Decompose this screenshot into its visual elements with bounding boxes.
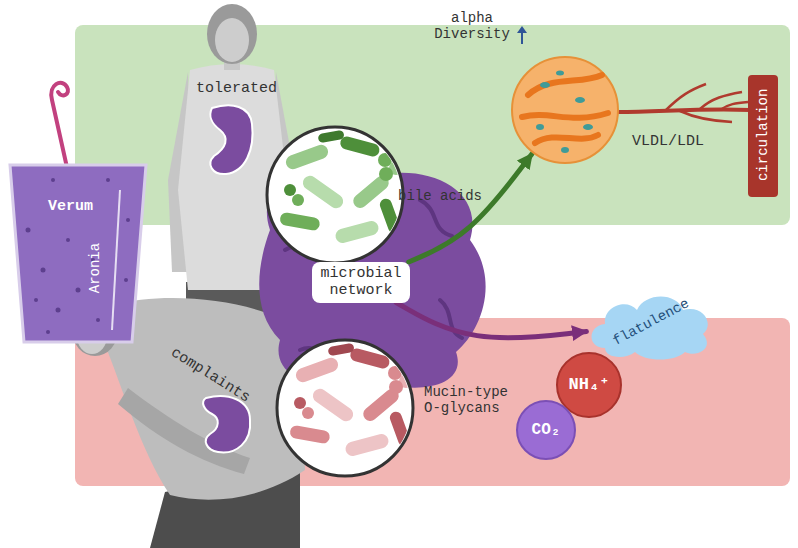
node-text: Aronia [87, 243, 103, 293]
flow-arrow [409, 154, 532, 262]
edge-label: bile acids [398, 188, 482, 204]
network-box: microbial network [312, 262, 410, 303]
illustration-part [300, 173, 346, 211]
illustration-part [96, 318, 100, 322]
illustration-part [51, 83, 68, 172]
illustration-part [302, 407, 314, 419]
illustration-part [561, 147, 569, 153]
illustration-part [106, 178, 110, 182]
magnifier-bottom [277, 340, 413, 476]
illustration-part [46, 330, 50, 334]
illustration-part [41, 268, 46, 273]
illustration-part [26, 228, 31, 233]
illustration-part [210, 105, 252, 174]
illustration-part [540, 82, 550, 88]
drink-glass: VerumAronia [8, 160, 148, 345]
illustration-part [118, 388, 250, 474]
straw [51, 83, 68, 172]
illustration-part [124, 278, 128, 282]
illustration-part [112, 190, 120, 330]
node-text: microbial network [319, 265, 403, 300]
illustration-part [389, 380, 403, 394]
node-outline [510, 55, 620, 165]
illustration-part [215, 18, 249, 62]
node-text: NH₄⁺ [569, 375, 610, 395]
illustration-part [289, 425, 331, 445]
illustration-part [56, 308, 61, 313]
illustration-part [26, 178, 131, 334]
illustration-part [284, 143, 330, 171]
diversity-up-arrow [517, 26, 527, 44]
carbon-dioxide-circle: CO₂ [516, 400, 576, 460]
node-text: circulation [755, 89, 771, 181]
gas-cloud: flatulence [585, 288, 715, 360]
illustration-part [284, 184, 296, 196]
illustration-part [349, 347, 391, 370]
illustration-part [517, 26, 527, 33]
blood-vessel: circulation [748, 75, 778, 197]
illustration-part [388, 410, 412, 448]
illustration-part [10, 165, 146, 342]
illustration-part [334, 220, 380, 245]
edge-label: Mucin-type O-glycans [424, 384, 514, 416]
illustration-part [289, 343, 413, 458]
illustration-part [339, 135, 381, 158]
illustration-part [512, 57, 618, 163]
illustration-part [76, 288, 81, 293]
illustration-part [328, 343, 355, 356]
illustration-part [522, 75, 608, 143]
illustration-part [292, 194, 304, 206]
illustration-part [556, 71, 564, 76]
illustration-part [277, 340, 413, 476]
illustration-part [267, 127, 403, 263]
illustration-part [536, 71, 593, 154]
illustration-part [344, 433, 390, 458]
illustration-part [279, 212, 321, 232]
illustration-part [665, 84, 748, 122]
illustration-part [51, 178, 55, 182]
node-text: Verum [48, 198, 93, 215]
node-text: VLDL/LDL [632, 133, 704, 150]
lipoprotein-sphere: VLDL/LDL [510, 55, 620, 165]
illustration-part [583, 124, 593, 130]
node-outline [8, 160, 148, 345]
illustration-part [379, 167, 393, 181]
node-text: CO₂ [532, 421, 561, 439]
tolerated-label: tolerated [196, 80, 277, 97]
illustration-part [294, 397, 306, 409]
illustration-part [126, 218, 130, 222]
illustration-part [310, 386, 356, 424]
illustration-part [294, 356, 340, 384]
illustration-part [575, 97, 585, 103]
flow-arrow [396, 303, 586, 338]
illustration-part [318, 130, 345, 143]
illustration-part [66, 238, 70, 242]
illustration-part [34, 298, 38, 302]
blood-vessel-branches [618, 84, 750, 122]
illustration-part [279, 130, 403, 245]
illustration-part [536, 124, 544, 130]
magnifier-top [267, 127, 403, 263]
illustration-part [207, 4, 257, 64]
diversity-label: alpha Diversity [432, 10, 512, 42]
